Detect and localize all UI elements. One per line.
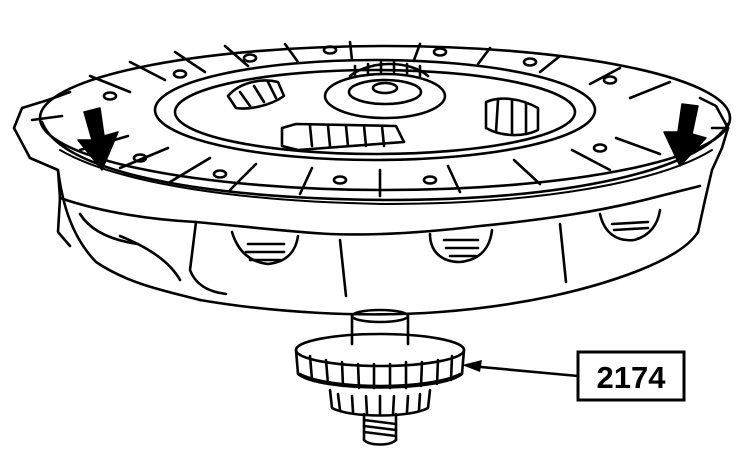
left-arrow-icon	[77, 107, 119, 171]
callout-arrowhead	[462, 360, 482, 372]
callout-leader-line	[468, 364, 580, 378]
centering-tool	[294, 308, 466, 446]
part-number-callout: 2174	[576, 350, 686, 402]
part-number-label: 2174	[597, 360, 667, 395]
right-arrow-icon	[663, 103, 707, 167]
pressure-plate-housing	[12, 90, 730, 316]
clutch-disc	[38, 40, 732, 205]
